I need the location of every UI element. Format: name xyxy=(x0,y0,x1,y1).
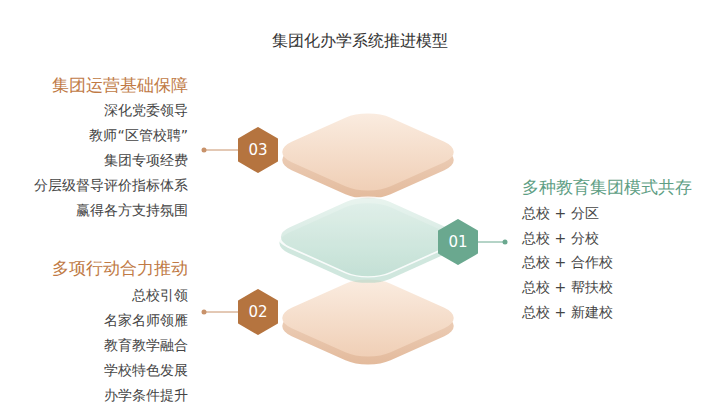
list-item: 分层级督导评价指标体系 xyxy=(34,175,188,195)
hexagon-badge: 01 xyxy=(438,219,478,265)
plate xyxy=(269,273,467,362)
list-item: 赢得各方支持氛围 xyxy=(76,200,188,220)
callout-number: 02 xyxy=(238,289,278,335)
diagram-title: 集团化办学系统推进模型 xyxy=(272,31,448,51)
leader-line xyxy=(206,312,240,313)
hexagon-badge: 02 xyxy=(238,289,278,335)
list-item: 总校 + 帮扶校 xyxy=(522,277,613,297)
list-item: 总校引领 xyxy=(132,285,188,305)
leader-line xyxy=(206,150,240,151)
leader-dot xyxy=(202,148,207,153)
callout-number: 01 xyxy=(438,219,478,265)
list-item: 总校 + 分校 xyxy=(522,228,599,248)
leader-dot xyxy=(202,310,207,315)
list-item: 总校 + 合作校 xyxy=(522,252,613,272)
callout-number: 03 xyxy=(238,127,278,173)
list-item: 总校 + 新建校 xyxy=(522,302,613,322)
group-heading: 集团运营基础保障 xyxy=(52,75,188,95)
list-item: 办学条件提升 xyxy=(104,385,188,405)
leader-line xyxy=(478,242,503,243)
group-heading: 多项行动合力推动 xyxy=(52,258,188,278)
list-item: 总校 + 分区 xyxy=(522,203,599,223)
hexagon-badge: 03 xyxy=(238,127,278,173)
group-heading: 多种教育集团模式共存 xyxy=(522,177,692,197)
list-item: 教师“区管校聘” xyxy=(89,125,188,145)
list-item: 名家名师领雁 xyxy=(104,310,188,330)
leader-dot xyxy=(503,240,508,245)
list-item: 学校特色发展 xyxy=(104,360,188,380)
list-item: 集团专项经费 xyxy=(104,150,188,170)
plate xyxy=(269,107,467,196)
list-item: 深化党委领导 xyxy=(104,100,188,120)
list-item: 教育教学融合 xyxy=(104,335,188,355)
